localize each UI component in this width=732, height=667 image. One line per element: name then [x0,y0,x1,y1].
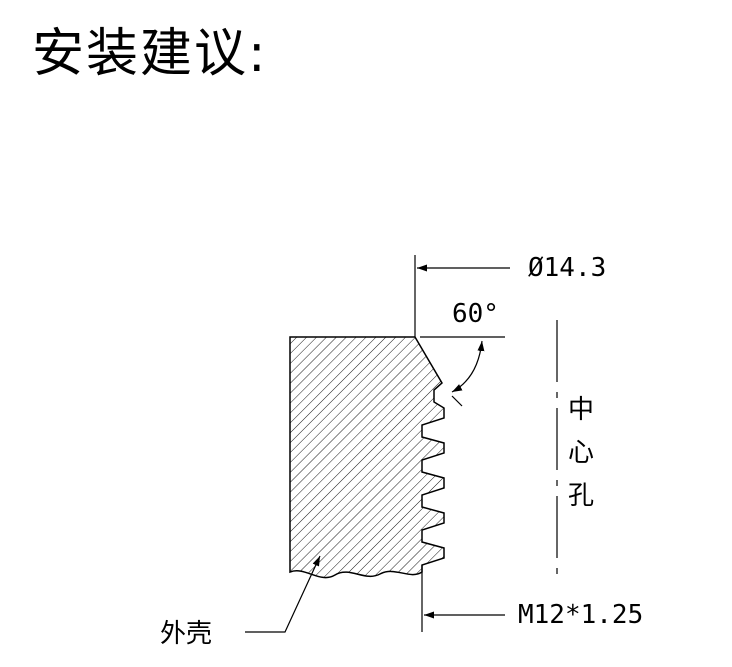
angle-arc [451,340,485,393]
angle-label: 60° [452,299,499,329]
housing-leader-line [245,555,321,633]
housing-label: 外壳 [160,619,212,649]
diameter-label: Ø14.3 [528,253,606,283]
center-hole-label-3: 孔 [568,481,594,511]
center-hole-label-2: 心 [568,438,594,468]
angle-leader-dash [451,395,463,407]
housing-section [289,336,445,579]
center-hole-label-1: 中 [568,395,594,425]
page-title: 安装建议: [32,24,268,84]
thread-label: M12*1.25 [518,600,643,630]
